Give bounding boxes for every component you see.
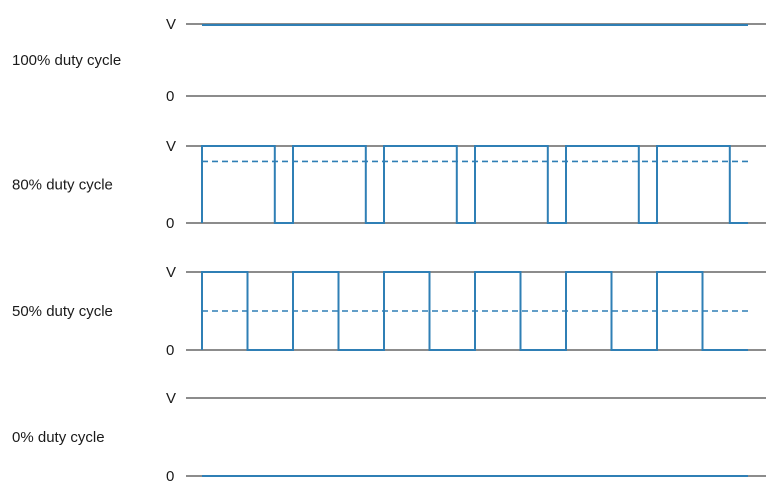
zero-level-label: 0: [166, 215, 174, 232]
high-level-label: V: [166, 264, 176, 281]
high-level-label: V: [166, 390, 176, 407]
duty-cycle-label: 50% duty cycle: [12, 303, 113, 320]
duty-cycle-label: 100% duty cycle: [12, 52, 121, 69]
high-level-label: V: [166, 138, 176, 155]
pwm-waveform: [201, 271, 748, 351]
duty-cycle-label: 0% duty cycle: [12, 429, 105, 446]
panel-3: V 0 0% duty cycle: [12, 390, 766, 485]
panel-1: V 0 80% duty cycle: [12, 138, 766, 232]
duty-cycle-label: 80% duty cycle: [12, 177, 113, 194]
zero-level-label: 0: [166, 342, 174, 359]
zero-level-label: 0: [166, 88, 174, 105]
panel-0: V 0 100% duty cycle: [12, 16, 766, 105]
pwm-waveform: [201, 145, 748, 224]
high-level-label: V: [166, 16, 176, 33]
panel-2: V 0 50% duty cycle: [12, 264, 766, 359]
zero-level-label: 0: [166, 468, 174, 485]
